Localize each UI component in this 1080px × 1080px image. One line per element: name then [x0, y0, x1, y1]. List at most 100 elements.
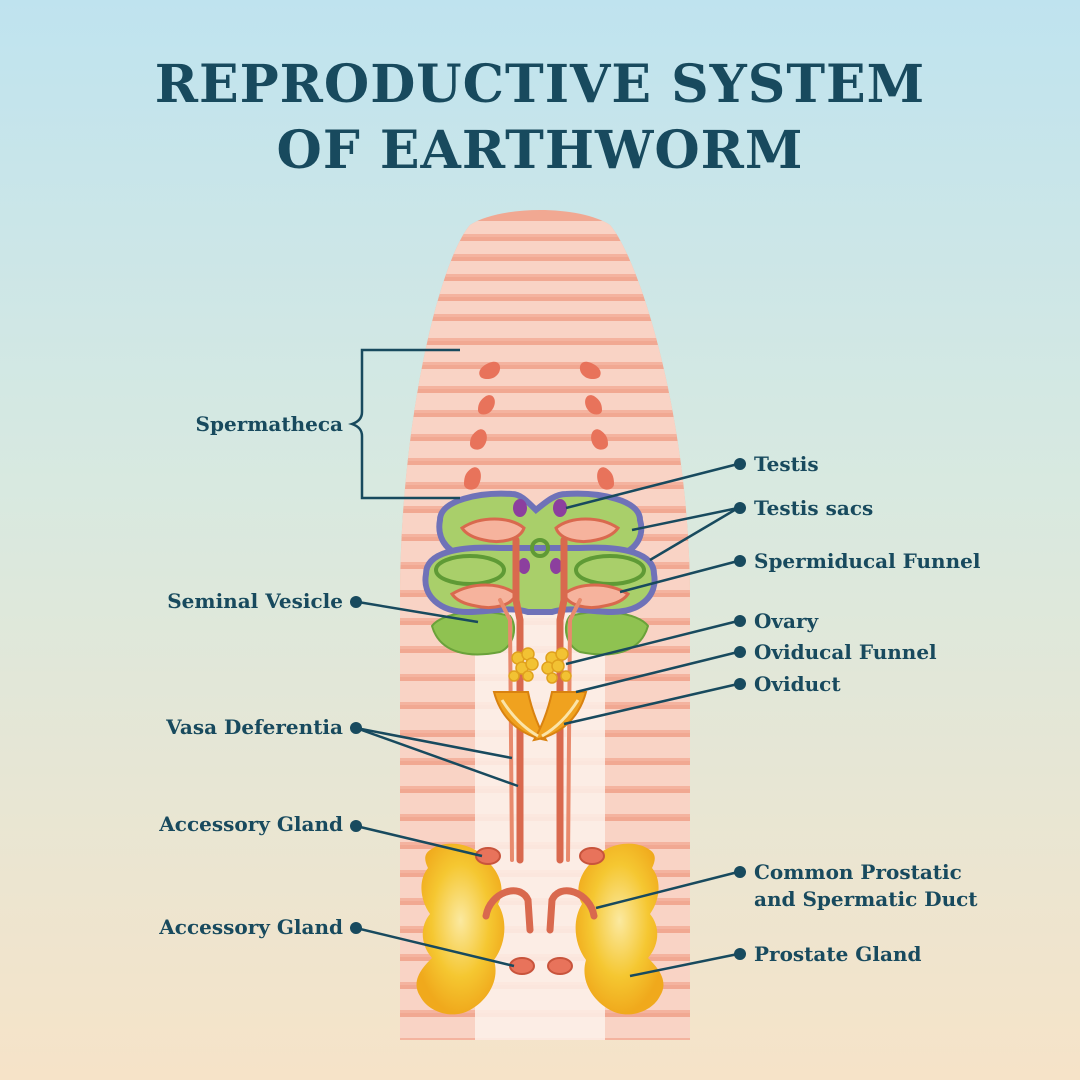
label-testis: Testis [754, 452, 819, 476]
spermiducal-funnel-ul [459, 517, 526, 543]
title-line-2: OF EARTHWORM [276, 120, 804, 181]
body-segment-groove-11 [400, 482, 690, 485]
testis-sac-center [530, 538, 550, 558]
testis-sac-inner-left [434, 554, 506, 586]
label-seminal-vesicle: Seminal Vesicle [167, 589, 343, 613]
label-spermiducal-funnel: Spermiducal Funnel [754, 549, 981, 573]
ovary-right [541, 647, 572, 684]
spermiducal-funnel-ur [554, 517, 621, 543]
body-segment-groove-10 [400, 458, 690, 461]
spermatheca-right-2 [585, 395, 602, 415]
vasa-deferentia [498, 536, 582, 864]
vas-deferens-left-2 [498, 598, 514, 862]
oviducal-funnel-right [532, 691, 588, 742]
label-testis-sacs: Testis sacs [754, 496, 873, 520]
body-segment-groove-4 [400, 314, 690, 317]
testis-ll [518, 558, 530, 574]
body-segment-1 [400, 241, 690, 256]
prostate-gland-right [575, 843, 664, 1015]
dot-oviducal [734, 646, 746, 658]
spermatheca-bracket [348, 348, 460, 500]
testis-ul [513, 499, 527, 517]
body-segment-groove-5 [400, 338, 690, 341]
body-segment-groove-9 [400, 434, 690, 437]
oviducal-funnels [492, 691, 588, 742]
body-segment-groove-0 [400, 234, 690, 237]
leader-prostate [629, 952, 739, 978]
accessory-gland-lower-right [547, 957, 573, 975]
leader-common-duct [595, 870, 739, 910]
body-segment-32 [380, 1045, 710, 1068]
oviducal-funnel-left [492, 691, 548, 742]
label-vasa-deferentia: Vasa Deferentia [165, 715, 343, 739]
label-oviducal-funnel: Oviducal Funnel [754, 640, 937, 664]
spermatheca-group [464, 361, 614, 490]
accessory-gland-upper-right [579, 847, 605, 865]
diagram-title: REPRODUCTIVE SYSTEM OF EARTHWORM [0, 52, 1080, 184]
ovary-left [508, 647, 539, 682]
body-segment-7 [400, 369, 690, 388]
accessory-gland-upper-left [475, 847, 501, 865]
body-segment-groove-32 [380, 1066, 710, 1069]
leader-testis-sacs-1 [631, 506, 739, 532]
leader-vasa-1 [355, 726, 513, 760]
vas-deferens-right [556, 536, 568, 864]
body-segment-groove-7 [400, 386, 690, 389]
label-spermatheca: Spermatheca [196, 412, 343, 436]
dot-seminal [350, 596, 362, 608]
leader-spermiducal [619, 559, 739, 594]
body-segment-groove-6 [400, 362, 690, 365]
testes [513, 499, 567, 574]
leader-accessory-upper [355, 824, 483, 858]
label-prostate-gland: Prostate Gland [754, 942, 921, 966]
body-segment-0 [400, 221, 690, 236]
body-segment-groove-8 [400, 410, 690, 413]
dot-testis-sacs [734, 502, 746, 514]
body-segment-3 [400, 281, 690, 296]
label-common-duct-line2: and Spermatic Duct [754, 887, 978, 911]
prostate-glands [416, 843, 664, 1015]
label-oviduct: Oviduct [754, 672, 841, 696]
title-line-1: REPRODUCTIVE SYSTEM [154, 54, 926, 115]
dot-testis [734, 458, 746, 470]
spermatheca-left-2 [478, 395, 495, 415]
dot-ovary [734, 615, 746, 627]
label-accessory-gland-upper: Accessory Gland [158, 812, 343, 836]
dot-prostate [734, 948, 746, 960]
body-segment-5 [400, 321, 690, 340]
ovaries [508, 647, 572, 684]
spermatheca-right-3 [591, 429, 608, 450]
dot-vasa [350, 722, 362, 734]
leader-vasa-2 [355, 726, 519, 788]
body-segment-8 [400, 393, 690, 412]
body-segment-11 [400, 465, 690, 484]
spermatheca-right-1 [579, 361, 601, 379]
prostate-gland-left [416, 843, 505, 1015]
dot-oviduct [734, 678, 746, 690]
oviduct-left [500, 699, 539, 738]
label-common-duct-line1: Common Prostatic [754, 860, 962, 884]
leader-oviducal [575, 650, 739, 694]
vas-deferens-left [512, 536, 524, 864]
dot-common-duct [734, 866, 746, 878]
common-duct-left [482, 887, 534, 934]
leader-testis-sacs-2 [649, 506, 739, 562]
vas-deferens-right-2 [566, 598, 582, 862]
label-accessory-gland-lower: Accessory Gland [158, 915, 343, 939]
dot-spermiducal [734, 555, 746, 567]
leader-testis [565, 462, 739, 510]
testis-ur [553, 499, 567, 517]
body-segment-6 [400, 345, 690, 364]
testis-sac-inner-right [574, 554, 646, 586]
leader-lines [355, 462, 739, 978]
spermatheca-left-3 [470, 429, 487, 450]
common-duct-right [546, 887, 598, 934]
spermatheca-right-4 [597, 467, 614, 490]
leader-accessory-lower [355, 926, 515, 968]
leader-oviduct [563, 682, 739, 726]
leader-seminal [357, 600, 479, 624]
leader-dots [350, 458, 746, 960]
body-segment-groove-3 [400, 294, 690, 297]
body-segment-9 [400, 417, 690, 436]
body-segment-groove-1 [400, 254, 690, 257]
